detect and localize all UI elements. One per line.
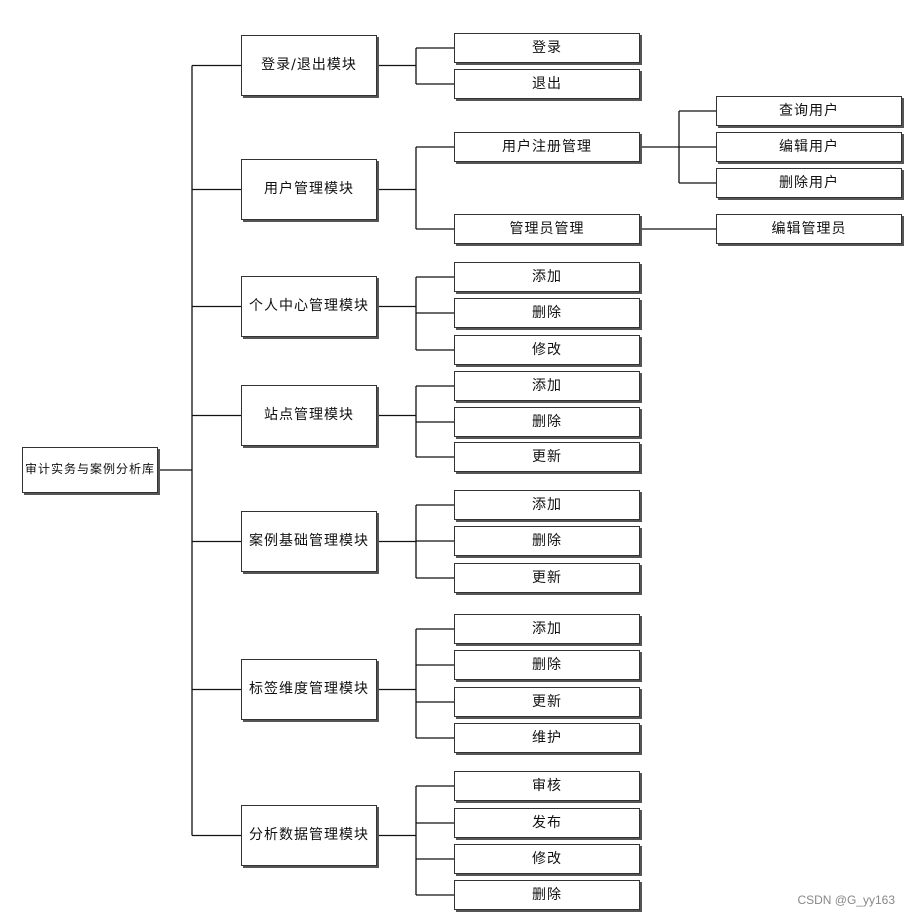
function-node: 登录 [454, 33, 640, 63]
function-node: 添加 [454, 490, 640, 520]
watermark-text: CSDN @G_yy163 [797, 893, 895, 907]
function-node: 删除 [454, 298, 640, 328]
module-node: 案例基础管理模块 [241, 511, 377, 572]
module-node: 用户管理模块 [241, 159, 377, 220]
function-node: 添加 [454, 262, 640, 292]
function-node: 添加 [454, 371, 640, 401]
function-node: 发布 [454, 808, 640, 838]
function-node: 删除 [454, 526, 640, 556]
function-node: 编辑用户 [716, 132, 902, 162]
module-node: 个人中心管理模块 [241, 276, 377, 337]
module-node: 标签维度管理模块 [241, 659, 377, 720]
function-node: 删除 [454, 880, 640, 910]
function-node: 删除用户 [716, 168, 902, 198]
module-node: 登录/退出模块 [241, 35, 377, 96]
function-node: 修改 [454, 335, 640, 365]
module-node: 站点管理模块 [241, 385, 377, 446]
function-node: 删除 [454, 650, 640, 680]
function-node: 维护 [454, 723, 640, 753]
function-node: 更新 [454, 442, 640, 472]
function-node: 编辑管理员 [716, 214, 902, 244]
function-node: 修改 [454, 844, 640, 874]
function-node: 删除 [454, 407, 640, 437]
function-node: 更新 [454, 687, 640, 717]
root-node: 审计实务与案例分析库 [22, 447, 158, 493]
module-node: 分析数据管理模块 [241, 805, 377, 866]
function-node: 添加 [454, 614, 640, 644]
function-node: 退出 [454, 69, 640, 99]
function-node: 用户注册管理 [454, 132, 640, 162]
function-node: 更新 [454, 563, 640, 593]
function-node: 管理员管理 [454, 214, 640, 244]
function-node: 审核 [454, 771, 640, 801]
function-node: 查询用户 [716, 96, 902, 126]
